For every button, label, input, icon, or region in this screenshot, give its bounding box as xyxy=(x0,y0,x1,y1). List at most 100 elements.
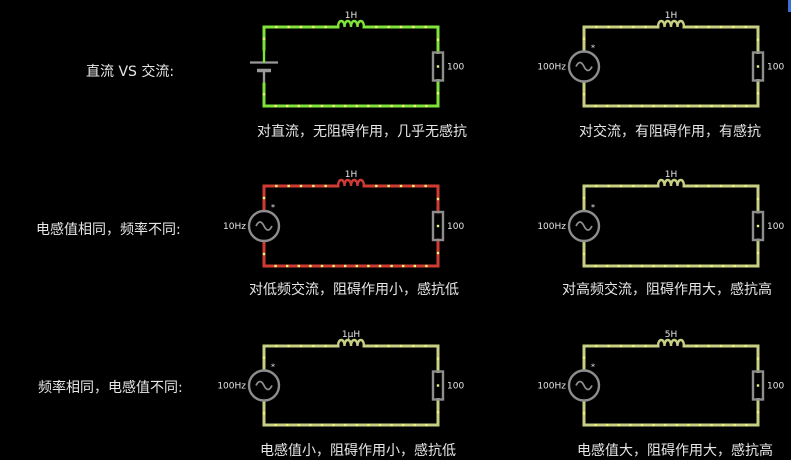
resistor-label: 100 xyxy=(767,222,784,232)
current-dot xyxy=(309,423,312,427)
current-dot xyxy=(640,104,644,108)
current-dot xyxy=(390,104,393,108)
current-dot xyxy=(644,344,647,348)
current-dot xyxy=(695,344,698,348)
current-dot xyxy=(707,344,710,348)
current-dot xyxy=(695,25,698,29)
current-dot xyxy=(312,344,315,348)
current-dot xyxy=(632,184,635,188)
current-dot xyxy=(436,224,440,228)
current-dot xyxy=(262,37,266,40)
current-dot xyxy=(629,104,632,108)
current-dot xyxy=(399,344,403,348)
current-dot xyxy=(719,25,723,29)
wires xyxy=(582,344,760,427)
current-dot xyxy=(687,264,690,268)
current-dot xyxy=(413,104,416,108)
sine-wave-icon xyxy=(575,380,593,391)
current-dot xyxy=(262,356,266,359)
current-dot xyxy=(632,25,635,29)
current-dot xyxy=(424,344,427,348)
current-dot xyxy=(299,344,303,348)
current-dot xyxy=(287,344,290,348)
current-dot xyxy=(367,104,370,108)
resistor xyxy=(751,51,765,82)
current-dot xyxy=(607,344,610,348)
current-dot xyxy=(687,104,690,108)
current-dot xyxy=(756,357,760,360)
inductor-label: 1μH xyxy=(342,330,360,340)
current-dot xyxy=(733,264,736,268)
current-dot xyxy=(387,184,390,188)
caption-high-freq: 对高频交流，阻碍作用大，感抗高 xyxy=(562,282,772,298)
row-label-dc-vs-ac: 直流 VS 交流: xyxy=(86,64,175,80)
current-dot xyxy=(399,25,403,29)
current-dot xyxy=(594,104,597,108)
current-dot xyxy=(436,92,440,95)
current-dot xyxy=(644,25,647,29)
current-dot xyxy=(745,423,748,427)
current-dot xyxy=(375,25,378,29)
current-dot xyxy=(375,344,378,348)
current-dot xyxy=(733,423,736,427)
current-dot xyxy=(275,344,278,348)
caption-ac: 对交流，有阻碍作用，有感抗 xyxy=(579,124,761,140)
current-dot xyxy=(332,423,335,427)
current-dot xyxy=(756,65,760,68)
current-dot xyxy=(719,344,723,348)
current-dot xyxy=(619,184,623,188)
current-dot xyxy=(320,104,324,108)
current-dot xyxy=(309,264,312,268)
current-dot xyxy=(425,423,428,427)
current-dot xyxy=(378,423,382,427)
inductor-coil xyxy=(336,19,366,28)
current-dot xyxy=(297,423,300,427)
inductor-label: 5H xyxy=(665,330,678,340)
current-dot xyxy=(675,264,678,268)
current-dot xyxy=(286,264,289,268)
inductor-label: 1H xyxy=(665,170,678,180)
resistor-label: 100 xyxy=(767,382,784,392)
current-dot xyxy=(287,184,290,188)
current-dot xyxy=(619,344,623,348)
current-dot xyxy=(582,37,586,40)
current-dot xyxy=(262,252,266,256)
sine-wave-icon xyxy=(575,61,593,72)
current-dot xyxy=(320,423,324,427)
source-frequency-label: 10Hz xyxy=(223,222,246,232)
scrollbar-thumb[interactable] xyxy=(788,0,791,12)
current-dot xyxy=(675,423,678,427)
current-dot xyxy=(425,104,428,108)
current-dot xyxy=(710,423,713,427)
source-frequency-label: 100Hz xyxy=(537,63,566,73)
current-dot xyxy=(744,25,747,29)
current-dot xyxy=(378,104,382,108)
current-dot xyxy=(390,423,393,427)
current-dot xyxy=(698,264,702,268)
current-dot xyxy=(402,264,405,268)
current-dot xyxy=(756,411,760,414)
inductor-coil xyxy=(656,338,686,347)
source-frequency-label: 100Hz xyxy=(217,382,246,392)
current-dot xyxy=(756,384,760,387)
current-dot xyxy=(606,423,609,427)
inductor-label: 1H xyxy=(345,170,358,180)
current-dot xyxy=(412,25,415,29)
current-dot xyxy=(286,423,289,427)
current-dot xyxy=(640,264,644,268)
current-dot xyxy=(299,184,303,188)
current-dot xyxy=(387,25,390,29)
current-dot xyxy=(732,344,735,348)
current-dot xyxy=(733,104,736,108)
current-dot xyxy=(344,264,347,268)
wires xyxy=(582,25,760,108)
current-dot xyxy=(332,264,335,268)
inductor-label: 1H xyxy=(665,11,678,21)
current-dot xyxy=(287,25,290,29)
current-dot xyxy=(664,423,667,427)
current-dot xyxy=(275,25,278,29)
